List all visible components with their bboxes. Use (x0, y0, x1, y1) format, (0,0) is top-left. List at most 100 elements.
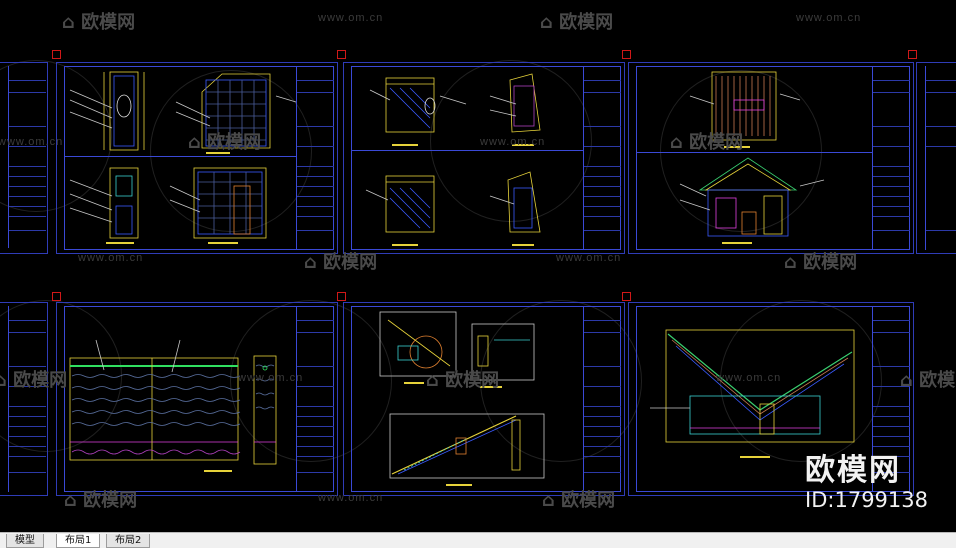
cad-drawings (69, 71, 855, 486)
title-block (925, 66, 956, 250)
tab-label: 模型 (15, 535, 35, 546)
elevation-wall-a (369, 77, 467, 133)
om-watermark-badge: 欧模网 ID:1799138 (805, 453, 928, 513)
layout-tab-bar: 模型 布局1 布局2 (0, 532, 956, 548)
sofa-icon: ⌂ (426, 370, 439, 391)
title-block (872, 306, 910, 492)
tab-layout1[interactable]: 布局1 (56, 534, 101, 548)
watermark-logo: ⌂ 欧模网 (0, 366, 67, 392)
watermark-url: www.om.cn (716, 372, 782, 384)
drawing-area (636, 66, 910, 250)
sheet-marker (52, 292, 61, 301)
drawing-area (351, 306, 621, 492)
model-id-text: ID:1799138 (805, 488, 928, 512)
elevation-wall-b (489, 73, 541, 133)
layout-sheet (916, 62, 956, 254)
watermark-text: 欧模网 (83, 490, 138, 511)
watermark-url: www.om.cn (556, 252, 622, 264)
layout-sheet (0, 302, 48, 496)
cad-layout-canvas[interactable]: ⌂ 欧模网 www.om.cn ⌂ 欧模网 www.om.cn www.om.c… (0, 0, 956, 532)
elevation-cabinet-2 (69, 167, 139, 239)
watermark-text: 欧模网 (919, 370, 956, 391)
watermark-url: www.om.cn (78, 252, 144, 264)
watermark-circle (150, 70, 312, 232)
watermark-circle (430, 60, 592, 222)
watermark-text: 欧模网 (803, 252, 858, 273)
watermark-circle (480, 300, 642, 462)
elevation-wall-d (489, 171, 541, 233)
drawing-area (636, 306, 910, 492)
om-brand-text: 欧模网 (805, 453, 902, 488)
watermark-logo: ⌂ 欧模网 (670, 128, 743, 154)
watermark-url: www.om.cn (796, 12, 862, 24)
section-detail-a (379, 311, 457, 377)
sofa-icon: ⌂ (64, 490, 77, 511)
drawing-area (64, 66, 334, 250)
sheet-marker (908, 50, 917, 59)
sofa-icon: ⌂ (304, 252, 317, 273)
title-block (583, 306, 621, 492)
tab-label: 布局1 (65, 535, 92, 546)
watermark-logo: ⌂ 欧模网 (64, 486, 137, 512)
watermark-logo: ⌂ 欧模网 (784, 248, 857, 274)
layout-sheet (628, 62, 914, 254)
elevation-room-grid (175, 73, 297, 149)
sheet-marker (622, 50, 631, 59)
elevation-ceiling-box (689, 71, 801, 141)
sofa-icon: ⌂ (0, 370, 7, 391)
layout-sheet (56, 62, 338, 254)
watermark-logo: ⌂ 欧模网 (542, 486, 615, 512)
sofa-icon: ⌂ (670, 132, 683, 153)
watermark-text: 欧模网 (445, 370, 500, 391)
drawing-area (64, 306, 334, 492)
watermark-url: www.om.cn (238, 372, 304, 384)
section-detail-b (471, 323, 535, 381)
divider (636, 152, 872, 153)
tab-layout2[interactable]: 布局2 (106, 534, 151, 548)
title-block (8, 306, 46, 492)
elevation-side-panel (253, 355, 277, 465)
watermark-text: 欧模网 (323, 252, 378, 273)
watermark-logo: ⌂ 欧模网 (304, 248, 377, 274)
watermark-url: www.om.cn (318, 12, 384, 24)
watermark-text: 欧模网 (561, 490, 616, 511)
section-roof-house (650, 329, 855, 443)
tab-label: 布局2 (115, 535, 142, 546)
elevation-room-door (169, 167, 267, 239)
divider (64, 156, 296, 157)
layout-sheet (343, 62, 625, 254)
sheet-marker (622, 292, 631, 301)
elevation-cabinet (69, 71, 145, 151)
sofa-icon: ⌂ (188, 132, 201, 153)
title-block (296, 66, 334, 250)
layout-sheet (56, 302, 338, 496)
title-block (296, 306, 334, 492)
watermark-url: www.om.cn (318, 492, 384, 504)
watermark-circle (230, 300, 392, 462)
watermark-text: 欧模网 (689, 132, 744, 153)
tab-model[interactable]: 模型 (6, 534, 44, 548)
watermark-logo: ⌂ 欧模网 (900, 366, 956, 392)
watermark-text: 欧模网 (81, 12, 136, 33)
sofa-icon: ⌂ (784, 252, 797, 273)
sofa-icon: ⌂ (540, 12, 553, 33)
title-block (583, 66, 621, 250)
sheet-marker (337, 50, 346, 59)
watermark-logo: ⌂ 欧模网 (540, 8, 613, 34)
elevation-house (679, 157, 825, 237)
title-block (872, 66, 910, 250)
layout-sheet (0, 62, 48, 254)
elevation-wall-c (365, 175, 435, 233)
elevation-wave-panel (69, 339, 241, 461)
watermark-logo: ⌂ 欧模网 (188, 128, 261, 154)
sofa-icon: ⌂ (62, 12, 75, 33)
watermark-circle (660, 70, 822, 232)
watermark-url: www.om.cn (480, 136, 546, 148)
layout-sheet (628, 302, 914, 496)
watermark-text: 欧模网 (559, 12, 614, 33)
watermark-logo: ⌂ 欧模网 (426, 366, 499, 392)
divider (351, 150, 583, 151)
sheet-marker (337, 292, 346, 301)
watermark-url: www.om.cn (0, 136, 64, 148)
layout-sheet (343, 302, 625, 496)
